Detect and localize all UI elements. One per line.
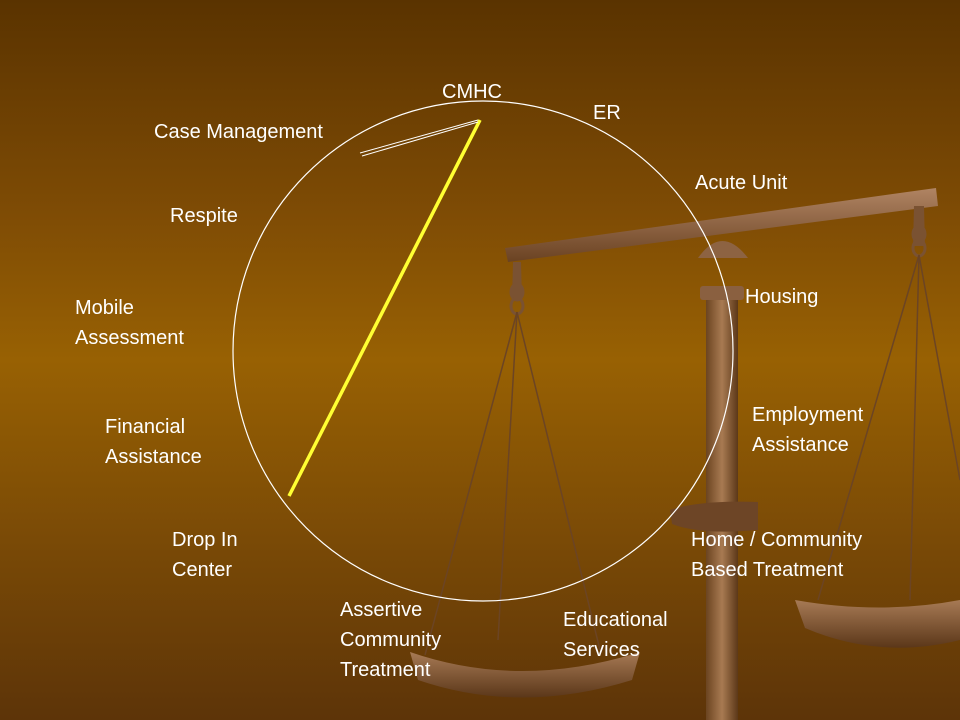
node-educational-services: Educational Services — [563, 605, 668, 665]
node-label: Home / Community — [691, 529, 863, 551]
scale-pivot — [698, 241, 748, 258]
node-label: Mobile — [75, 297, 134, 319]
node-label: Community — [340, 629, 442, 651]
node-label: Assistance — [752, 434, 849, 456]
node-home-community: Home / Community Based Treatment — [691, 525, 862, 585]
node-housing: Housing — [745, 282, 818, 312]
node-cmhc: CMHC — [442, 77, 502, 107]
node-label: Drop In — [172, 529, 238, 551]
node-label: Based Treatment — [691, 559, 844, 581]
node-label: Assessment — [75, 327, 184, 349]
node-er: ER — [593, 98, 621, 128]
node-label: Services — [563, 639, 640, 661]
left-pan — [410, 652, 640, 698]
node-label: Assertive — [340, 599, 423, 621]
node-case-management: Case Management — [154, 117, 323, 147]
right-pan — [795, 600, 960, 648]
node-label: Housing — [745, 286, 819, 308]
node-label: Case Management — [154, 121, 323, 143]
node-label: Employment — [752, 404, 864, 426]
node-label: Treatment — [340, 659, 431, 681]
node-employment-assistance: Employment Assistance — [752, 400, 863, 460]
node-acute-unit: Acute Unit — [695, 168, 787, 198]
left-hanger — [512, 262, 522, 300]
node-label: Financial — [105, 416, 186, 438]
connector-cmhc-case-management-b — [361, 121, 479, 157]
services-circle — [232, 100, 734, 602]
node-respite: Respite — [170, 201, 238, 231]
node-label: Center — [172, 559, 233, 581]
node-assertive-community: Assertive Community Treatment — [340, 595, 441, 685]
node-label: Acute Unit — [695, 172, 788, 194]
node-label: Respite — [170, 205, 238, 227]
node-mobile-assessment: Mobile Assessment — [75, 293, 184, 353]
node-label: CMHC — [442, 81, 502, 103]
scale-post-cap — [700, 286, 744, 300]
node-label: Assistance — [105, 446, 202, 468]
node-label: ER — [593, 102, 621, 124]
node-drop-in-center: Drop In Center — [172, 525, 238, 585]
connector-cmhc-drop-in — [287, 119, 482, 497]
node-label: Educational — [563, 609, 668, 631]
scale-beam — [505, 188, 938, 262]
back-pan — [670, 501, 758, 532]
node-financial-assistance: Financial Assistance — [105, 412, 202, 472]
connector-cmhc-case-management-a — [359, 119, 479, 154]
